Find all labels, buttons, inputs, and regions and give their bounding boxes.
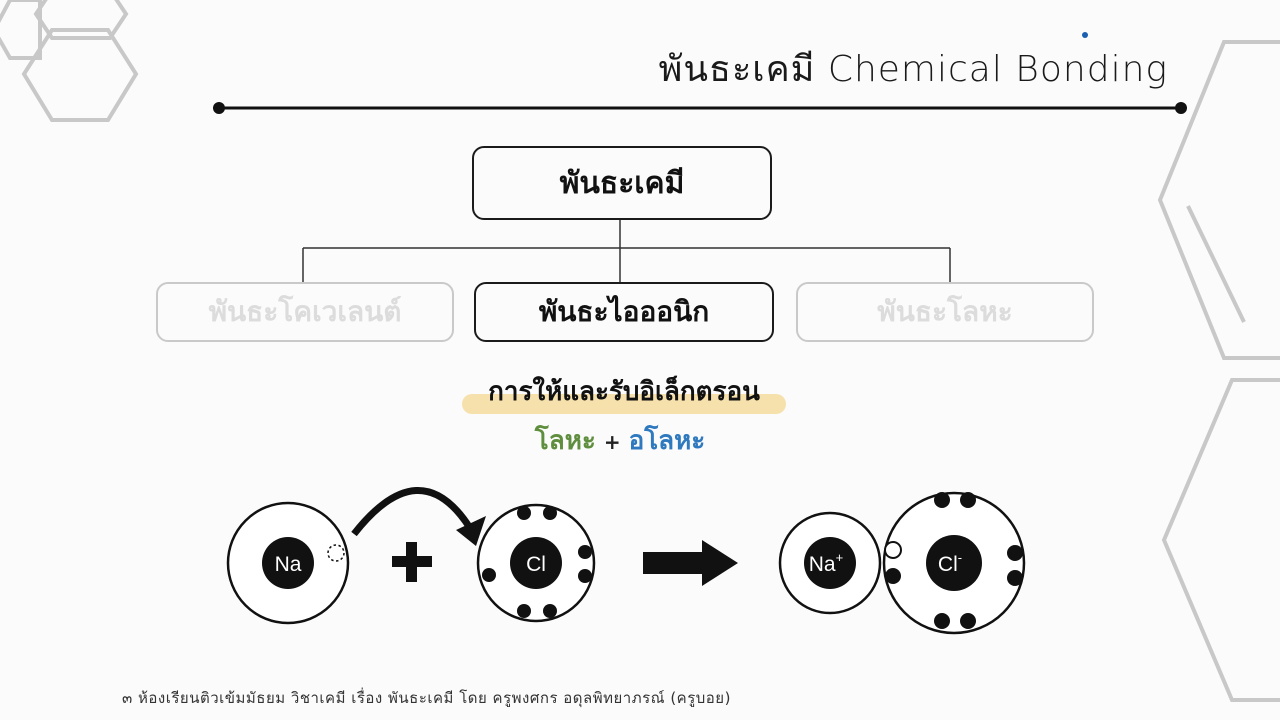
footer-credit: ๓ ห้องเรียนติวเข้มมัธยม วิชาเคมี เรื่อง … (122, 689, 731, 707)
chemical-bond-root-node: พันธะเคมี (472, 146, 772, 220)
metal-plus-nonmetal: โลหะ + อโลหะ (500, 420, 740, 461)
transfer-arrow (351, 487, 486, 546)
sodium-atom: Na (226, 501, 350, 625)
electron-transfer-caption: การให้และรับอิเล็กตรอน (458, 374, 790, 414)
title-divider (213, 102, 1187, 114)
chloride-ion: Cl- (882, 491, 1026, 635)
plus-operator: + (603, 430, 621, 454)
highlight-marker (462, 394, 786, 414)
chlorine-symbol: Cl (526, 553, 546, 576)
sodium-ion: Na+ (778, 511, 882, 615)
metal-label: โลหะ (534, 426, 596, 456)
plus-sign (392, 542, 432, 582)
nonmetal-label: อโลหะ (628, 426, 706, 456)
covalent-bond-node: พันธะโคเวเลนต์ (156, 282, 454, 342)
blue-dot (1082, 32, 1088, 38)
ionic-bond-node: พันธะไอออนิก (474, 282, 774, 342)
reaction-arrow (643, 540, 738, 586)
chlorine-atom: Cl (476, 503, 596, 623)
sodium-symbol: Na (275, 553, 302, 576)
page-title: พันธะเคมี Chemical Bonding (658, 49, 1168, 90)
chloride-ion-symbol: Cl- (938, 550, 962, 576)
electron-transfer-text: การให้และรับอิเล็กตรอน (488, 377, 760, 407)
sodium-ion-symbol: Na+ (809, 550, 843, 576)
metallic-bond-node: พันธะโลหะ (796, 282, 1094, 342)
